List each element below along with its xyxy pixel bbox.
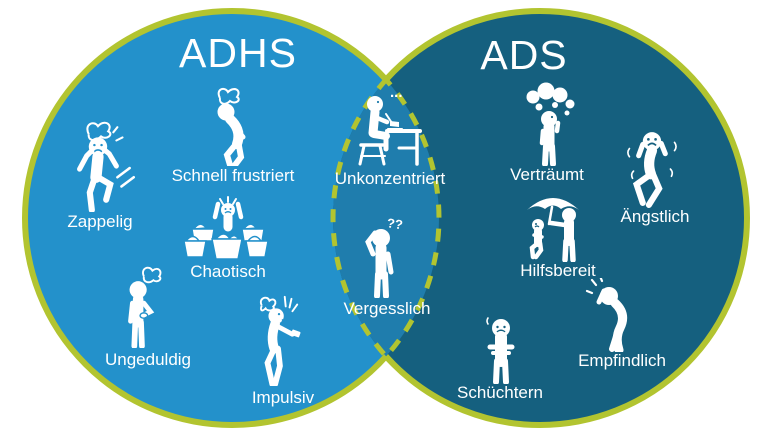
label-hilfsbereit: Hilfsbereit xyxy=(520,261,596,280)
label-unkonzentriert: Unkonzentriert xyxy=(334,169,446,188)
ads-circle xyxy=(333,11,747,425)
svg-text:??: ?? xyxy=(386,215,404,232)
shouting-at-phone-person-icon xyxy=(259,295,301,386)
laundry-baskets-chaos-icon xyxy=(183,196,269,260)
crying-person-icon xyxy=(585,278,628,352)
daydreaming-person-icon xyxy=(526,82,575,166)
label-vertraeumt: Verträumt xyxy=(510,165,584,184)
adhs-title: ADHS xyxy=(179,30,297,76)
label-schuechtern: Schüchtern xyxy=(457,383,543,402)
label-zappelig: Zappelig xyxy=(67,212,133,231)
shy-crossed-arms-person-icon xyxy=(486,317,515,384)
label-chaotisch: Chaotisch xyxy=(190,262,266,281)
scratching-head-person-icon: ?? xyxy=(365,215,404,298)
label-schnell-frustriert: Schnell frustriert xyxy=(171,166,295,185)
adhs-circle-border xyxy=(22,8,442,428)
frustrated-person-icon xyxy=(217,87,246,166)
ads-title: ADS xyxy=(480,32,568,78)
svg-text:...: ... xyxy=(390,88,403,101)
label-ungeduldig: Ungeduldig xyxy=(104,350,192,369)
distracted-at-desk-person-icon: ... xyxy=(358,88,422,166)
anxious-person-icon xyxy=(627,132,677,208)
fidgety-person-icon xyxy=(77,121,136,212)
label-aengstlich: Ängstlich xyxy=(620,207,690,226)
label-vergesslich: Vergesslich xyxy=(343,299,431,318)
checking-watch-person-icon xyxy=(128,266,162,348)
label-empfindlich: Empfindlich xyxy=(578,351,666,370)
umbrella-helping-person-icon xyxy=(527,198,579,262)
label-impulsiv: Impulsiv xyxy=(251,388,315,407)
overlap-dashed-border xyxy=(330,78,442,361)
